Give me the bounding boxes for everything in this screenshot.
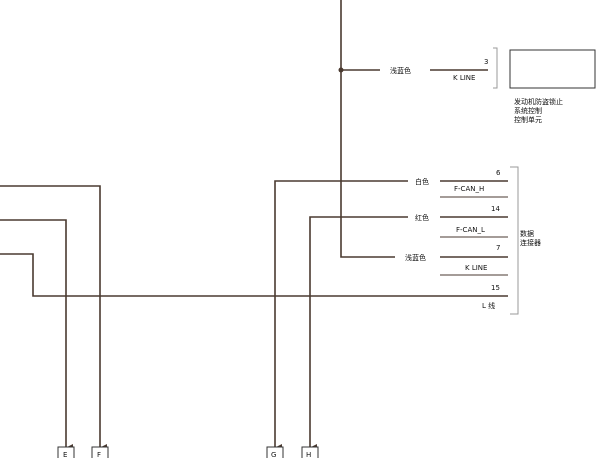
dlc-pin6-number: 6 <box>496 169 501 177</box>
wire-to-connector-e <box>0 219 73 452</box>
immobilizer-name-line-3: 控制单元 <box>514 115 542 124</box>
dlc-pin15-signal: L 线 <box>482 301 495 310</box>
dlc-name-line-1: 数据 <box>520 229 534 238</box>
k-line-trunk <box>340 0 395 258</box>
connector-f-label: F <box>97 451 101 458</box>
dlc-pin6-wire-color: 白色 <box>415 177 429 186</box>
immobilizer-signal: K LINE <box>453 74 475 82</box>
wire-f-can-h <box>274 180 408 452</box>
dlc-pin14-number: 14 <box>491 205 500 213</box>
dlc-pin7-number: 7 <box>496 244 500 252</box>
connector-f-box <box>91 446 109 458</box>
immobilizer-unit-box <box>509 49 596 89</box>
connector-h-box <box>301 446 319 458</box>
dlc-name-line-2: 连接器 <box>520 238 541 247</box>
dlc-pin15-number: 15 <box>491 284 500 292</box>
wire-f-can-l <box>309 216 408 452</box>
dlc-pin6-signal: F-CAN_H <box>454 185 484 193</box>
wire-l-line <box>0 253 508 297</box>
connector-e-label: E <box>63 451 67 458</box>
dlc-pin14-wire-color: 红色 <box>415 213 429 222</box>
connector-g-label: G <box>271 451 276 458</box>
dlc-pin14-signal: F-CAN_L <box>456 226 485 234</box>
connector-h-label: H <box>306 451 311 458</box>
connector-g-box <box>266 446 284 458</box>
dlc-pin7-wire-color: 浅蓝色 <box>405 253 426 262</box>
immobilizer-name-line-1: 发动机防盗锁止 <box>514 97 563 106</box>
dlc-pin7-signal: K LINE <box>465 264 487 272</box>
dlc-bracket <box>510 166 519 315</box>
wire-to-connector-f <box>0 185 107 452</box>
immobilizer-name-line-2: 系统控制 <box>514 106 542 115</box>
connector-e-box <box>57 446 75 458</box>
immobilizer-pin: 3 <box>484 58 488 66</box>
immobilizer-bracket <box>493 47 498 89</box>
immobilizer-wire-color: 浅蓝色 <box>390 66 411 75</box>
